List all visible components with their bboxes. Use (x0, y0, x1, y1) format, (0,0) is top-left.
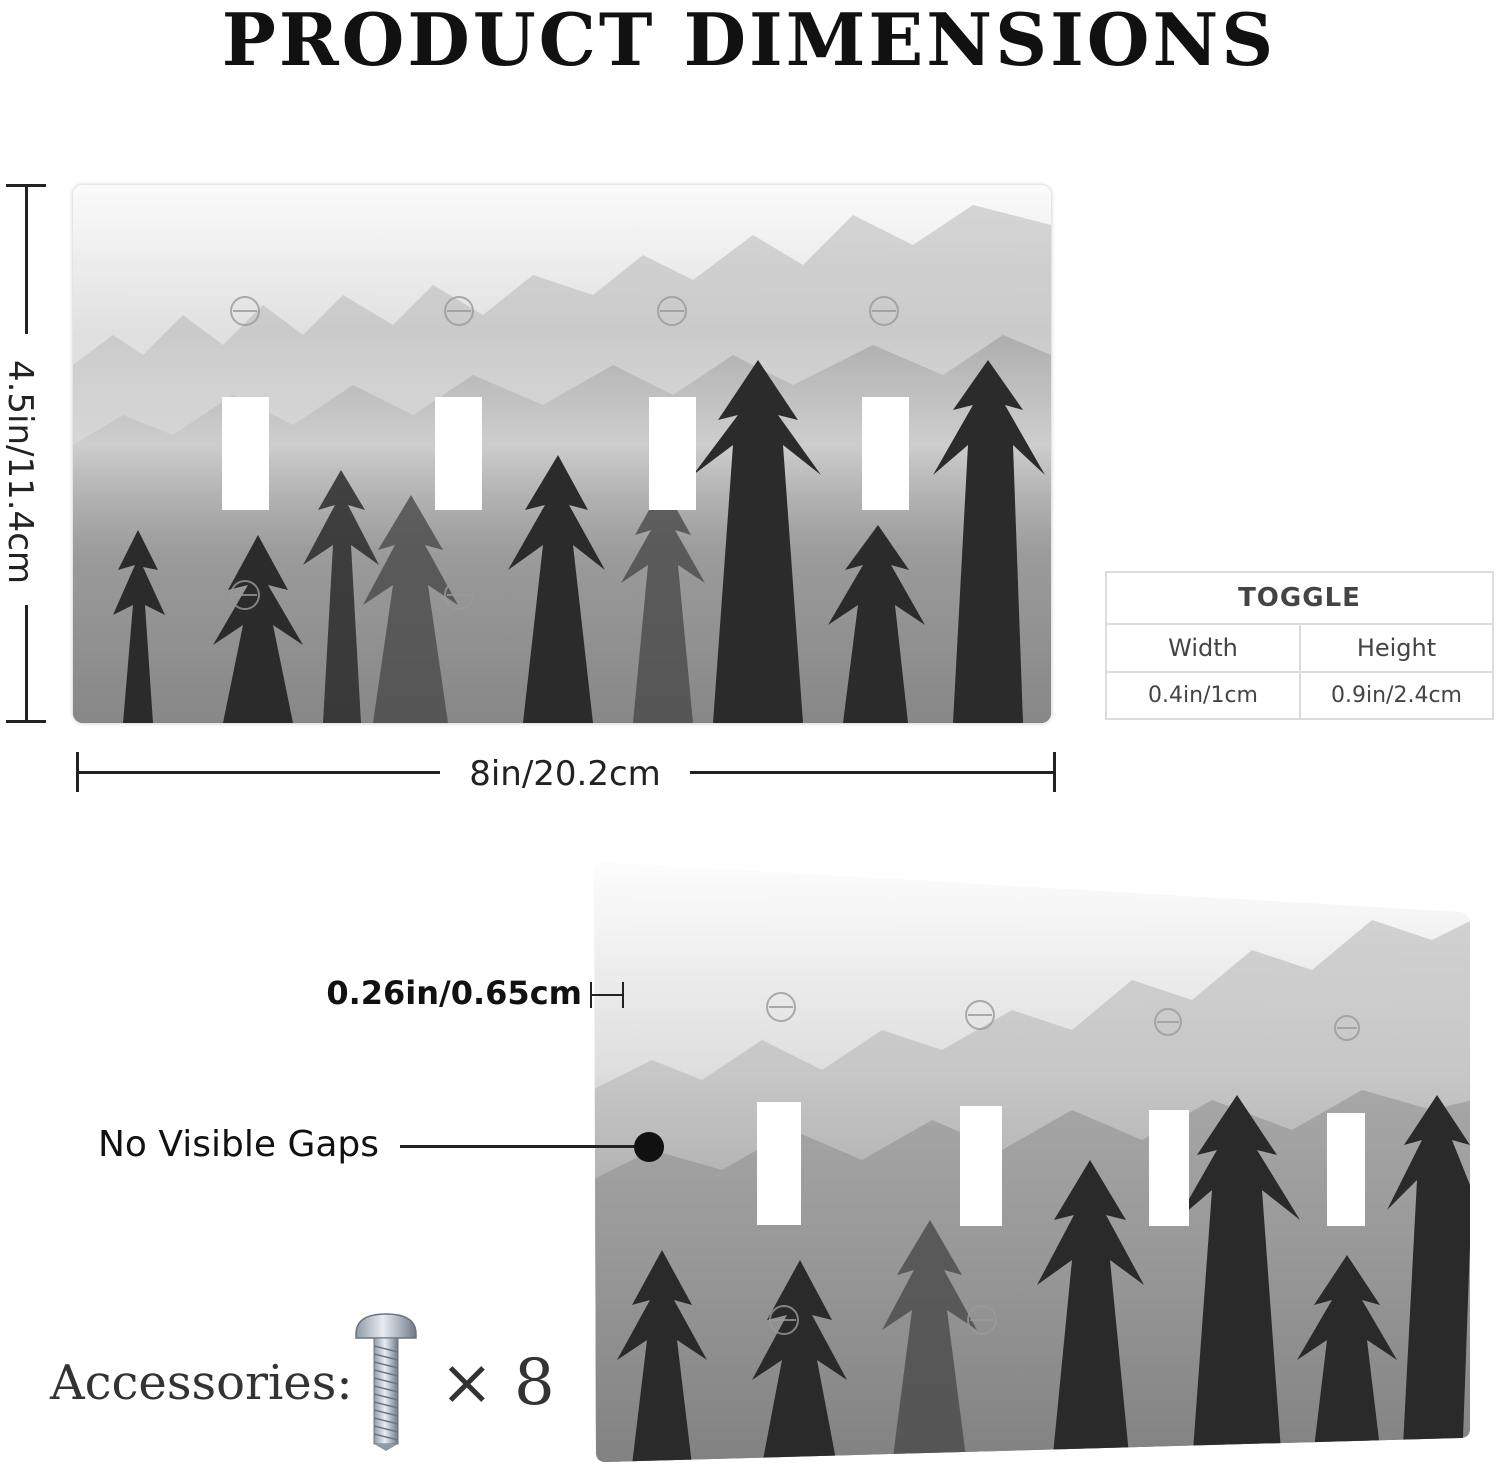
thickness-dim-line (590, 994, 624, 996)
width-dimension-label: 8in/20.2cm (440, 752, 690, 796)
gaps-callout-dot (634, 1132, 664, 1162)
width-dim-right-cap (1053, 752, 1056, 792)
forest-print-icon (73, 185, 1051, 723)
page-title: PRODUCT DIMENSIONS (221, 0, 1277, 82)
thickness-dim-right-cap (622, 982, 624, 1008)
wall-plate-front-image (73, 185, 1051, 723)
accessories-label: Accessories: (50, 1355, 353, 1411)
toggle-spec-header: TOGGLE (1107, 573, 1492, 625)
height-dim-bottom-cap (6, 720, 46, 723)
screw-icon (350, 1310, 422, 1452)
toggle-spec-table: TOGGLE Width Height 0.4in/1cm 0.9in/2.4c… (1105, 571, 1494, 720)
wall-plate-angled-image (592, 860, 1472, 1465)
toggle-height-header: Height (1301, 625, 1492, 673)
height-dim-line-bottom (25, 605, 28, 723)
accessories-quantity: × 8 (440, 1346, 555, 1420)
toggle-width-value: 0.4in/1cm (1107, 673, 1301, 718)
forest-print-angled-icon (594, 862, 1470, 1462)
toggle-height-value: 0.9in/2.4cm (1331, 683, 1462, 708)
height-dim-line-top (25, 184, 28, 334)
no-visible-gaps-label: No Visible Gaps (98, 1124, 380, 1165)
gaps-callout-line (400, 1145, 640, 1148)
thickness-label: 0.26in/0.65cm (326, 974, 582, 1012)
height-dimension-label: 4.5in/11.4cm (0, 359, 40, 585)
toggle-width-header: Width (1107, 625, 1301, 673)
